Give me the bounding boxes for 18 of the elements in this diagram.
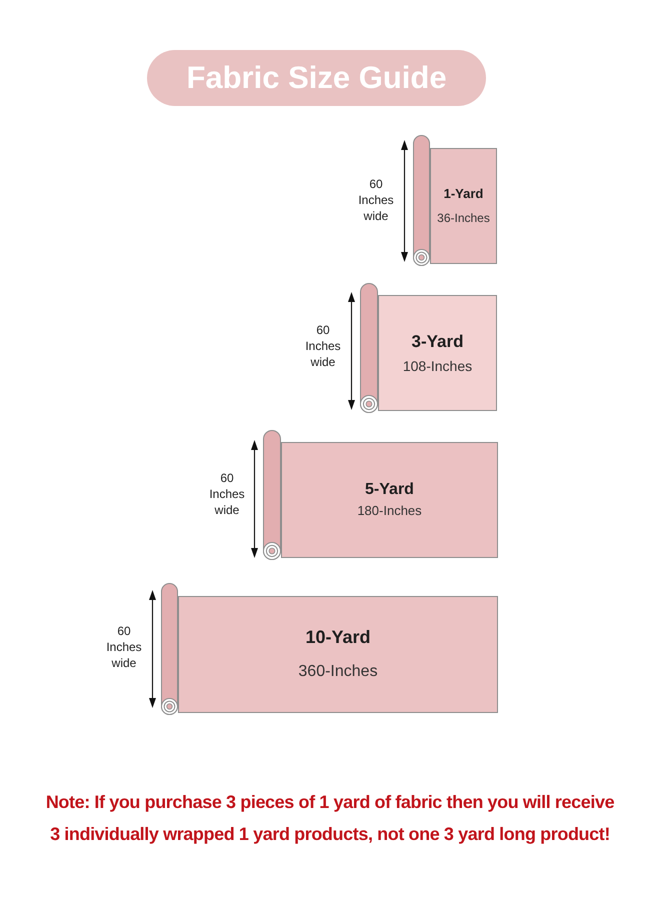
fabric-sheet — [178, 596, 498, 713]
length-text: 108-Inches — [402, 358, 472, 374]
fabric-sheet — [281, 442, 498, 558]
width-dimension-text: 60 Inches wide — [106, 623, 142, 671]
length-text: 360-Inches — [298, 663, 378, 682]
width-dimension-text: 60 Inches wide — [209, 470, 245, 518]
title-banner: Fabric Size Guide — [147, 50, 486, 106]
yard-size-text: 3-Yard — [412, 332, 464, 352]
length-text: 36-Inches — [437, 212, 490, 226]
width-dimension-text: 60 Inches wide — [305, 322, 341, 370]
width-dimension-text: 60 Inches wide — [358, 176, 394, 224]
fabric-sheet — [378, 295, 497, 411]
yard-size-text: 5-Yard — [365, 480, 414, 500]
yard-size-text: 1-Yard — [444, 186, 484, 202]
length-text: 180-Inches — [357, 504, 422, 520]
note-text: Note: If you purchase 3 pieces of 1 yard of fabric then you will receive 3 individually wrapped 1 yard products, not one 3 yard long product! — [44, 791, 616, 846]
yard-size-text: 10-Yard — [305, 627, 371, 648]
fabric-sheet — [430, 148, 497, 264]
